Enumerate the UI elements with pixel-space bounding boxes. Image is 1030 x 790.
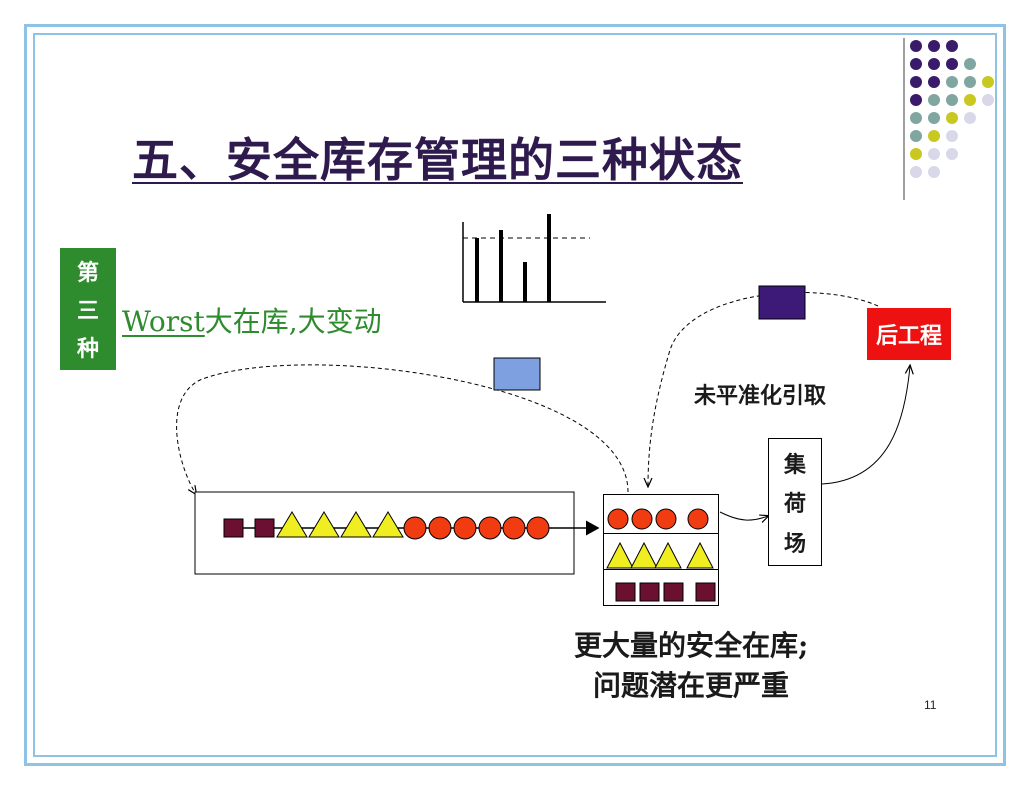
decor-dot <box>982 76 994 88</box>
part-circle <box>502 516 526 540</box>
decor-dot <box>928 112 940 124</box>
page-number: 11 <box>924 698 937 712</box>
worst-caption: Worst大在库,大变动 <box>122 300 382 340</box>
decor-dot <box>946 58 958 70</box>
decor-dot <box>946 94 958 106</box>
decor-dot <box>964 76 976 88</box>
decor-dot <box>946 112 958 124</box>
decor-dot <box>946 148 958 160</box>
slide-title: 五、安全库存管理的三种状态 <box>132 133 743 187</box>
decor-dot <box>910 76 922 88</box>
decor-dot <box>982 94 994 106</box>
part-circle <box>403 516 427 540</box>
flow-label: 未平准化引取 <box>694 383 827 409</box>
section-label-char-2: 三 <box>76 298 99 324</box>
decor-dot <box>910 130 922 142</box>
decor-dot <box>928 130 940 142</box>
decor-dot <box>946 40 958 52</box>
decor-dot <box>946 76 958 88</box>
decor-dot <box>964 112 976 124</box>
decor-dot <box>928 40 940 52</box>
decor-dot <box>964 58 976 70</box>
staging-char-1: 集 <box>783 451 806 478</box>
slide-frame-outer <box>24 24 1006 766</box>
kanban-square <box>254 518 275 538</box>
part-triangle <box>340 511 372 538</box>
decor-dot <box>928 76 940 88</box>
shelf-divider <box>604 569 718 570</box>
caption-line-1: 更大量的安全在库; <box>574 629 809 662</box>
decorative-divider <box>903 38 905 200</box>
shelf-divider <box>604 533 718 534</box>
decor-dot <box>910 40 922 52</box>
decor-dot <box>910 148 922 160</box>
part-triangle <box>276 511 308 538</box>
slide-frame-inner <box>33 33 997 757</box>
decor-dot <box>910 94 922 106</box>
part-circle <box>478 516 502 540</box>
section-label-char-1: 第 <box>76 260 99 286</box>
staging-area-box: 集 荷 场 <box>768 438 822 566</box>
decor-dot <box>928 166 940 178</box>
to-downstream-arrow <box>821 366 910 485</box>
inventory-shelf <box>603 494 719 606</box>
downstream-process-box: 后工程 <box>867 308 951 360</box>
part-circle <box>526 516 550 540</box>
worst-en: Worst <box>122 305 205 338</box>
decor-dot <box>946 130 958 142</box>
staging-char-2: 荷 <box>783 491 806 517</box>
decor-dot <box>928 94 940 106</box>
decor-dot <box>910 58 922 70</box>
part-circle <box>428 516 452 540</box>
kanban-loop-arrow <box>176 364 629 494</box>
kanban-square <box>223 518 244 538</box>
variation-chart-icon <box>462 214 606 303</box>
decor-dot <box>910 166 922 178</box>
decor-dot <box>928 148 940 160</box>
part-triangle <box>308 511 340 538</box>
section-label: 第 三 种 <box>60 248 116 370</box>
part-triangle <box>372 511 404 538</box>
caption-line-2: 问题潜在更严重 <box>593 669 790 702</box>
staging-char-3: 场 <box>783 530 806 557</box>
worst-cn: 大在库,大变动 <box>204 305 382 338</box>
decor-dot <box>964 94 976 106</box>
kanban-card-blue <box>493 357 541 391</box>
decor-dot <box>928 58 940 70</box>
decor-dot <box>910 112 922 124</box>
part-circle <box>453 516 477 540</box>
to-staging-arrow <box>719 511 768 520</box>
withdrawal-loop-arrow <box>648 292 879 486</box>
production-line-items <box>223 511 550 540</box>
kanban-card-purple <box>758 285 806 320</box>
section-label-char-3: 种 <box>76 336 99 362</box>
